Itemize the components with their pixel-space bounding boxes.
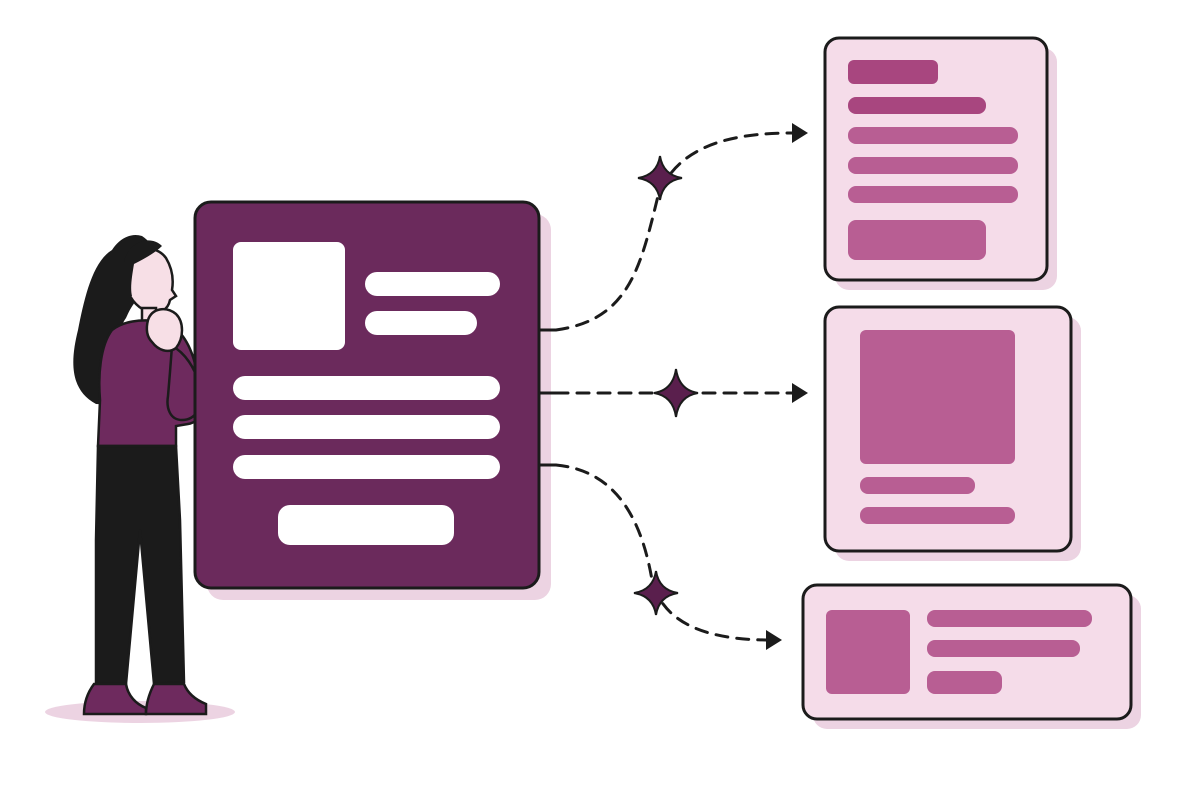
person-figure [73,234,208,716]
variant-heading-line [848,60,938,84]
source-text-line [233,455,500,479]
source-image-placeholder [233,242,345,350]
person-hand [145,307,184,353]
variant-image-placeholder [860,330,1015,464]
connectors [539,123,808,650]
variant-text-line [848,97,986,114]
arrow-right-icon [766,630,782,650]
variant-button-placeholder [848,220,986,260]
variant-image-placeholder [826,610,910,694]
source-heading-line [365,272,500,296]
variant-button-placeholder [927,671,1002,694]
sparkle-icon [633,570,679,616]
arrow-right-icon [792,123,808,143]
variant-text-line [848,186,1018,203]
person-shoe-left [82,682,148,716]
variant-text-line [860,507,1015,524]
variant-text-line [927,610,1092,627]
source-layout-card [193,200,551,600]
source-subheading-line [365,311,477,335]
variant-text-line [848,157,1018,174]
person-shoe-right [144,682,208,716]
source-text-line [233,376,500,400]
source-button-placeholder [278,505,454,545]
sparkle-icon [653,368,699,418]
variant-card-image-layout [823,305,1081,561]
person-hair-fringe [124,240,162,296]
variant-card-horizontal-layout [801,583,1141,729]
variant-card-list-layout [823,36,1057,290]
variant-text-line [860,477,975,494]
person-pants [94,444,186,686]
arrow-right-icon [792,383,808,403]
connector-path-bottom [554,463,772,642]
connector-path-top [554,131,800,332]
variant-text-line [927,640,1080,657]
source-text-line [233,415,500,439]
variant-text-line [848,127,1018,144]
sparkle-icon [637,155,683,201]
